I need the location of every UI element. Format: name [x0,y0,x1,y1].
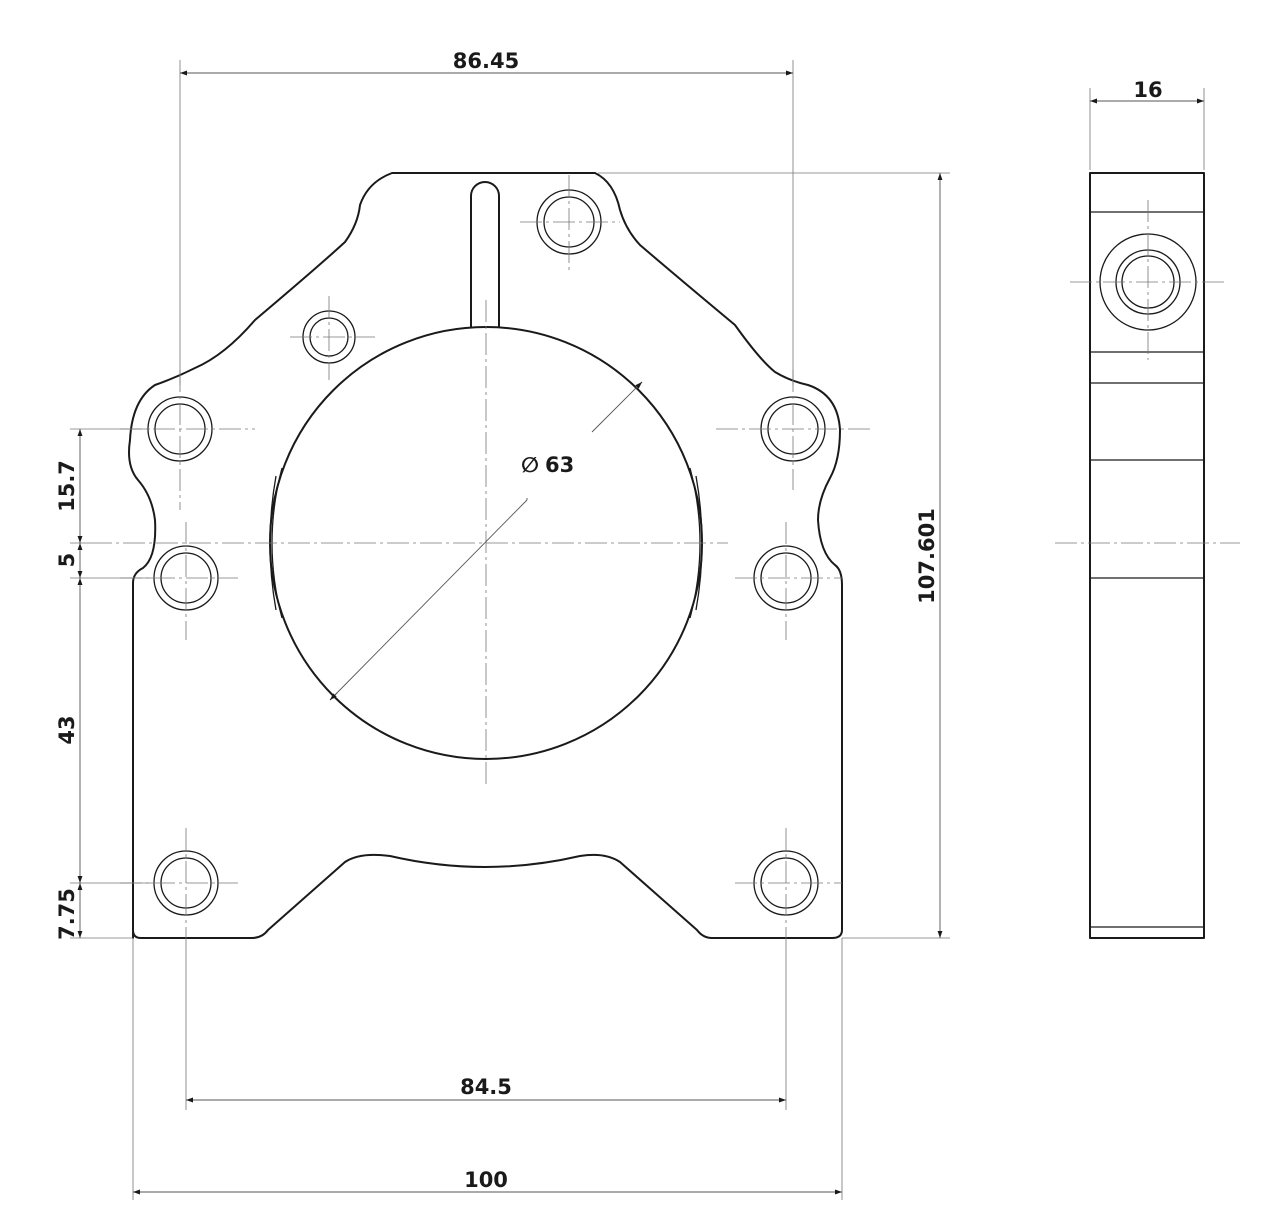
dim-overall-width: 100 [464,1168,508,1192]
side-view-outline [1089,172,1205,939]
top-slot [470,181,500,327]
dim-left-upper: 15.7 [55,460,79,512]
dim-left-middle: 43 [55,715,79,744]
dim-overall-height: 107.601 [915,508,939,604]
side-view [1055,172,1240,939]
dim-top-width: 86.45 [453,49,519,73]
plate-outline [128,172,843,939]
mounting-holes [147,189,826,916]
bore-diameter-symbol: ∅ [521,453,539,477]
center-lines [90,175,870,938]
dim-hole-spacing: 84.5 [460,1075,512,1099]
bore-diameter-label: 63 [545,453,574,477]
front-view: ∅ 63 [90,172,870,939]
dim-left-offset: 5 [55,553,79,568]
bore-diameter-leader [329,499,528,701]
dim-side-thickness: 16 [1133,78,1162,102]
dim-left-bottom: 7.75 [55,888,79,940]
dimensions: 86.45 16 107.601 15.7 5 43 7.75 84.5 [55,49,1205,1200]
